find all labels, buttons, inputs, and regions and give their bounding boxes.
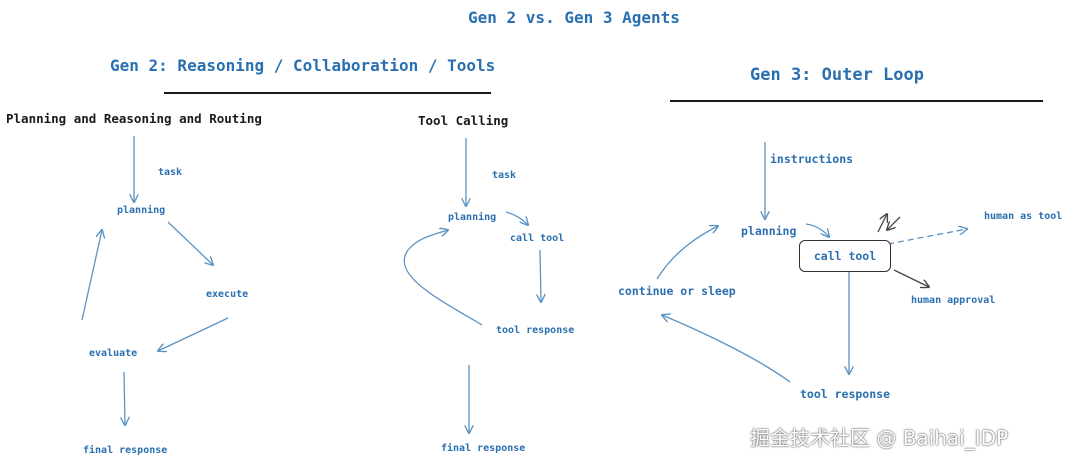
watermark: 掘金技术社区 @ Baihai_IDP	[750, 426, 1009, 450]
arrow-toolresponse-to-continue	[662, 315, 791, 383]
arrow-evaluate-to-final	[124, 371, 125, 425]
routing-final-response: final response	[83, 445, 168, 456]
routing-subtitle: Planning and Reasoning and Routing	[6, 111, 262, 126]
arrow-planning-to-calltool-g3	[805, 223, 829, 237]
arrow-planning-to-execute	[167, 221, 213, 265]
gen3-planning-node: planning	[741, 224, 797, 238]
toolcalling-subtitle: Tool Calling	[418, 113, 509, 128]
toolcalling-toolresponse-node: tool response	[496, 325, 575, 336]
toolcalling-planning-node: planning	[448, 212, 497, 223]
gen3-human-as-tool: human as tool	[984, 211, 1063, 222]
gen3-calltool-label: call tool	[813, 249, 877, 263]
arrow-evaluate-to-planning	[81, 230, 102, 321]
gen2-heading: Gen 2: Reasoning / Collaboration / Tools	[110, 56, 496, 75]
gen3-calltool-box: call tool	[799, 240, 891, 272]
arrow-execute-to-evaluate	[158, 317, 229, 351]
routing-execute-node: execute	[206, 289, 249, 300]
gen3-human-approval: human approval	[911, 295, 996, 306]
gen3-continue-or-sleep: continue or sleep	[618, 284, 736, 298]
gen3-instructions-label: instructions	[770, 152, 854, 166]
gen3-heading: Gen 3: Outer Loop	[750, 65, 924, 85]
toolcalling-calltool-node: call tool	[510, 233, 565, 244]
toolcalling-task-label: task	[492, 170, 517, 181]
gen3-tool-response: tool response	[800, 387, 891, 401]
gen2-underline	[164, 92, 491, 94]
arrow-continue-to-planning	[656, 226, 718, 280]
arrow-human-out	[877, 214, 887, 233]
routing-task-label: task	[158, 167, 183, 178]
arrow-human-in	[887, 216, 901, 230]
arrow-calltool-to-toolresponse	[540, 249, 541, 302]
toolcalling-final-response: final response	[441, 443, 526, 454]
gen3-underline	[670, 100, 1043, 102]
routing-evaluate-node: evaluate	[89, 348, 138, 359]
arrow-calltool-to-human-approval	[893, 269, 929, 287]
arrow-planning-to-calltool	[505, 211, 528, 225]
arrow-toolresponse-to-planning	[403, 230, 483, 326]
page-title: Gen 2 vs. Gen 3 Agents	[468, 8, 680, 27]
routing-planning-node: planning	[117, 205, 166, 216]
arrow-calltool-to-human-as-tool	[887, 229, 967, 245]
